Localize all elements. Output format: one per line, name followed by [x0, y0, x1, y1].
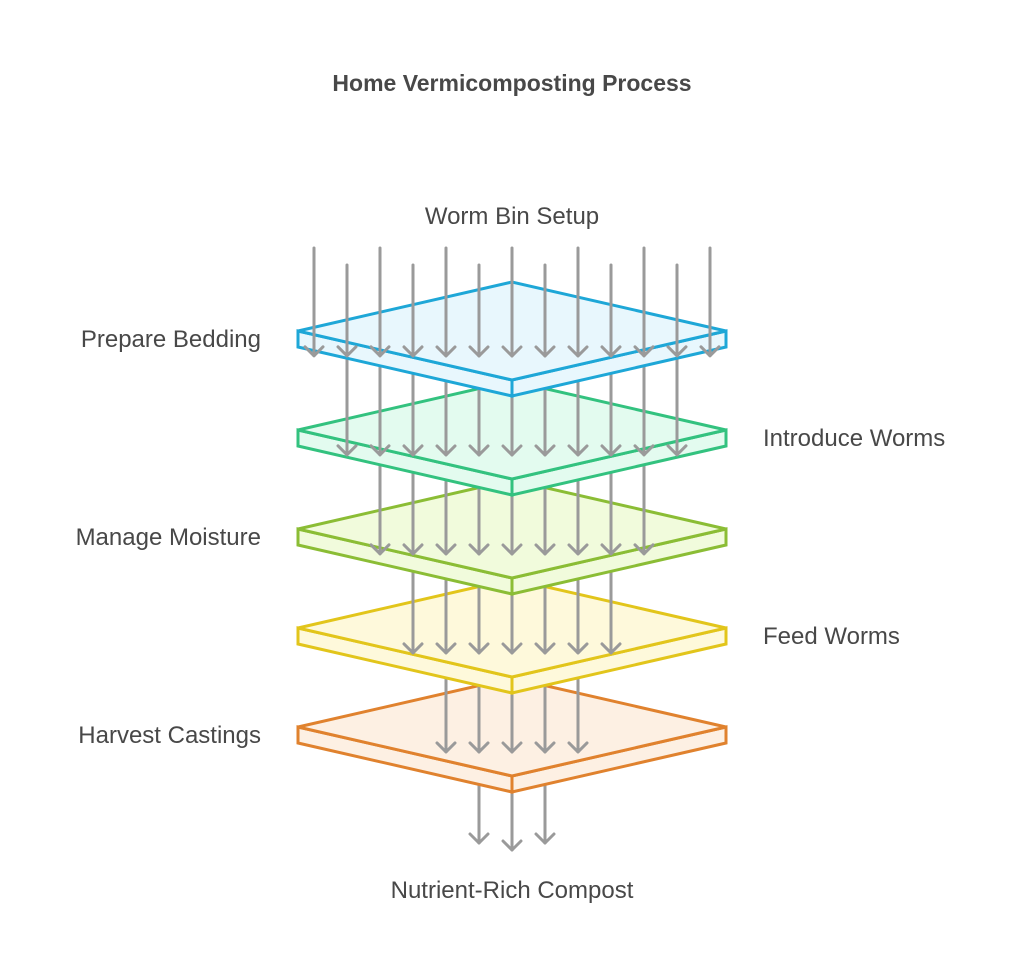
- flow-arrow: [435, 476, 457, 556]
- arrows-into-layer-2: [336, 354, 688, 457]
- flow-arrow: [435, 246, 457, 358]
- flow-arrow: [567, 476, 589, 556]
- arrows-into-layer-5: [435, 674, 589, 754]
- flow-arrow: [468, 483, 490, 556]
- flow-arrow: [435, 674, 457, 754]
- flow-arrow: [402, 567, 424, 655]
- flow-arrow: [600, 567, 622, 655]
- flow-arrow: [567, 575, 589, 655]
- flow-arrow: [501, 246, 523, 358]
- flow-arrow: [534, 780, 556, 845]
- flow-arrow: [369, 461, 391, 556]
- arrows-into-layer-4: [402, 567, 622, 655]
- layer-label-5: Harvest Castings: [78, 722, 261, 749]
- flow-arrow: [534, 483, 556, 556]
- flow-arrow: [633, 362, 655, 457]
- flow-arrow: [336, 263, 358, 358]
- flow-arrow: [468, 780, 490, 845]
- layer-label-3: Manage Moisture: [76, 524, 261, 551]
- layer-labels: Harvest Castings Feed Worms Manage Moistur…: [76, 326, 946, 749]
- flow-arrow: [534, 263, 556, 358]
- flow-arrow: [567, 674, 589, 754]
- input-label: Worm Bin Setup: [425, 203, 599, 230]
- flow-arrow: [699, 246, 721, 358]
- layer-label-2: Introduce Worms: [763, 425, 945, 452]
- arrows-into-layer-1: [303, 246, 721, 358]
- flow-arrow: [369, 246, 391, 358]
- flow-arrow: [402, 468, 424, 556]
- flow-arrow: [666, 354, 688, 457]
- layers-group: [296, 246, 728, 852]
- flow-arrow: [402, 263, 424, 358]
- flow-arrow: [567, 377, 589, 457]
- flow-arrow: [600, 263, 622, 358]
- flow-arrow: [534, 582, 556, 655]
- flow-arrow: [468, 681, 490, 754]
- flow-arrow: [468, 582, 490, 655]
- flow-arrow: [369, 362, 391, 457]
- output-label: Nutrient-Rich Compost: [391, 877, 634, 904]
- flow-arrow: [534, 384, 556, 457]
- flow-arrow: [666, 263, 688, 358]
- flow-arrow: [567, 246, 589, 358]
- flow-arrow: [501, 491, 523, 556]
- flow-arrow: [303, 246, 325, 358]
- flow-arrow: [501, 392, 523, 457]
- flow-arrow: [468, 384, 490, 457]
- flow-arrow: [435, 377, 457, 457]
- layer-label-4: Feed Worms: [763, 623, 900, 650]
- flow-arrow: [534, 681, 556, 754]
- flow-arrow: [336, 354, 358, 457]
- layer-label-1: Prepare Bedding: [81, 326, 261, 353]
- flow-arrow: [600, 468, 622, 556]
- flow-arrow: [402, 369, 424, 457]
- flow-arrow: [435, 575, 457, 655]
- flow-arrow: [501, 689, 523, 754]
- arrows-into-layer-3: [369, 461, 655, 556]
- flow-arrow: [501, 590, 523, 655]
- flow-arrow: [501, 788, 523, 852]
- flow-arrow: [600, 369, 622, 457]
- flow-arrow: [633, 246, 655, 358]
- flow-arrow: [468, 263, 490, 358]
- output-arrows: [468, 780, 556, 852]
- diagram-title: Home Vermicomposting Process: [332, 70, 691, 96]
- flow-arrow: [633, 461, 655, 556]
